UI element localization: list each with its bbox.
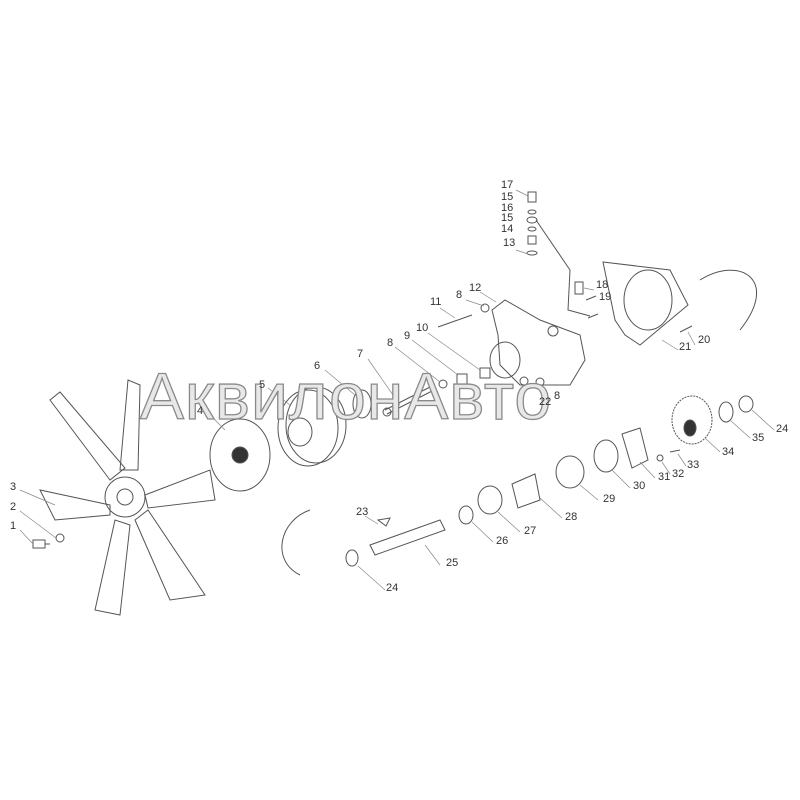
washer-32: [656, 454, 664, 462]
hub-4: [209, 418, 271, 492]
callout-label: 18: [596, 279, 609, 291]
part-9: [456, 373, 468, 385]
bearing-24: [345, 549, 359, 567]
bolt-11: [437, 314, 473, 328]
housing-12: [489, 299, 586, 386]
callout-label: 15: [501, 212, 514, 224]
callout-label: 23: [356, 506, 369, 518]
callout-label: 16: [501, 202, 514, 214]
callout-label: 12: [469, 282, 482, 294]
washer-8c: [535, 377, 545, 387]
callout-label: 7: [357, 348, 364, 360]
spacer-27: [477, 485, 503, 515]
callout-label: 22: [539, 396, 552, 408]
bolt-7: [382, 385, 435, 417]
washer-35: [718, 401, 734, 423]
bolt-1: [32, 539, 50, 549]
callout-label: 15: [501, 191, 514, 203]
callout-label: 21: [679, 341, 692, 353]
pin-20: [679, 325, 693, 333]
washer-26: [458, 505, 474, 525]
pulley-5: [277, 386, 347, 467]
direction-arrow-top: [699, 269, 758, 331]
washer-8b: [480, 303, 490, 313]
shaft-25: [369, 519, 446, 556]
leader-lines: [19, 189, 775, 591]
callout-label: 31: [658, 471, 671, 483]
callout-label: 2: [10, 501, 17, 513]
callout-label: 14: [501, 223, 514, 235]
gear-34: [671, 395, 713, 445]
callout-label: 8: [387, 337, 394, 349]
washer-2: [55, 533, 65, 543]
gasket-21: [602, 261, 689, 346]
key-23: [376, 517, 391, 527]
callout-label: 3: [10, 481, 17, 493]
callout-label: 33: [687, 459, 700, 471]
washer-22: [519, 376, 529, 386]
callout-label: 24: [386, 582, 399, 594]
callout-label: 32: [672, 468, 685, 480]
direction-arrow-bottom: [281, 509, 311, 576]
callout-label: 5: [259, 379, 266, 391]
callout-label: 19: [599, 291, 612, 303]
bolt-33: [669, 449, 681, 453]
sleeve-28: [511, 473, 541, 509]
callout-label: 10: [416, 322, 429, 334]
seal-6: [352, 389, 372, 419]
callout-label: 20: [698, 334, 711, 346]
callout-label: 1: [10, 520, 17, 532]
bearing-29: [555, 455, 585, 489]
callout-label: 27: [524, 525, 537, 537]
callout-label: 8: [554, 390, 561, 402]
callout-label: 29: [603, 493, 616, 505]
callout-label: 17: [501, 179, 514, 191]
nut-24: [738, 395, 754, 413]
callout-label: 13: [503, 237, 516, 249]
callout-label: 4: [197, 405, 204, 417]
callout-label: 11: [430, 296, 442, 308]
callout-label: 9: [404, 330, 411, 342]
callout-label: 30: [633, 480, 646, 492]
callout-label: 24: [776, 423, 789, 435]
callout-label: 26: [496, 535, 509, 547]
callout-label: 8: [456, 289, 463, 301]
callout-label: 35: [752, 432, 765, 444]
oil-line-assembly: [526, 191, 599, 319]
fan-blades: [39, 379, 216, 616]
bushing-10: [479, 367, 491, 379]
callout-label: 28: [565, 511, 578, 523]
ring-30: [593, 439, 619, 473]
callout-label: 34: [722, 446, 735, 458]
washer-8: [438, 379, 448, 389]
callout-label: 25: [446, 557, 459, 569]
callout-label: 6: [314, 360, 321, 372]
watermark: АквилонАвто: [139, 358, 553, 433]
cover-31: [621, 427, 649, 469]
